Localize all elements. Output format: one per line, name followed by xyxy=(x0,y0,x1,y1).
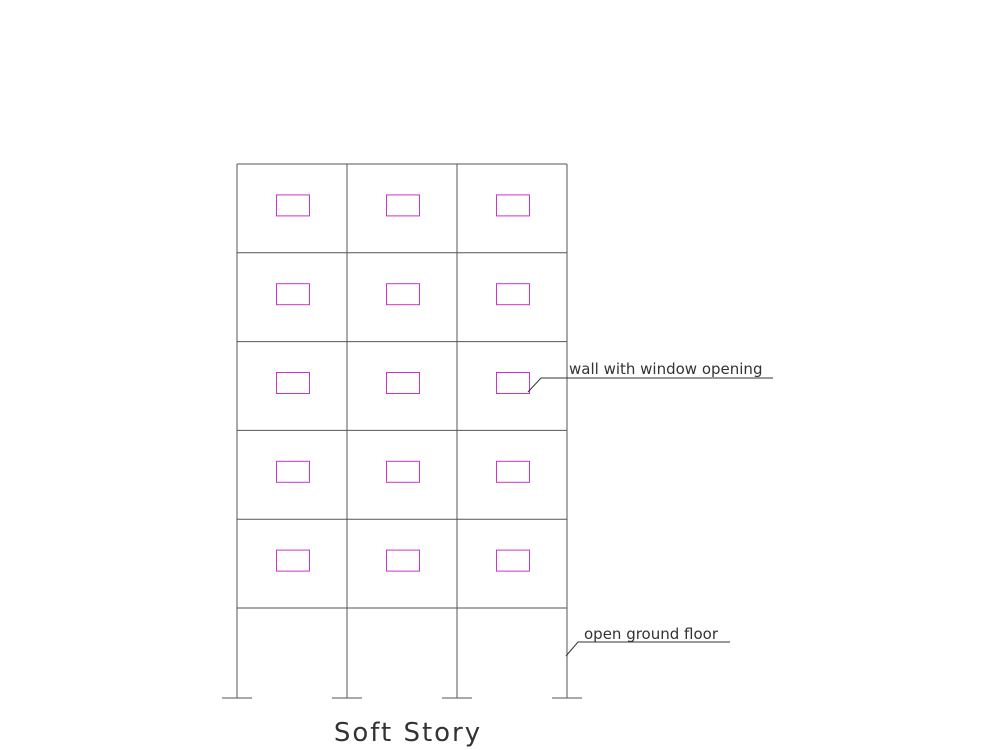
window-opening xyxy=(386,194,420,217)
window-opening xyxy=(496,194,530,217)
window-opening xyxy=(496,549,530,572)
window-opening xyxy=(386,283,420,306)
window-opening xyxy=(496,283,530,306)
wall-with-window-label: wall with window opening xyxy=(569,360,762,378)
window-opening xyxy=(496,460,530,483)
window-opening xyxy=(276,549,310,572)
window-opening xyxy=(276,194,310,217)
ground-leader-line xyxy=(565,641,730,657)
window-opening xyxy=(276,283,310,306)
diagram-title: Soft Story xyxy=(334,718,482,748)
window-opening xyxy=(386,549,420,572)
window-openings xyxy=(276,194,530,572)
open-ground-floor-label: open ground floor xyxy=(584,625,719,643)
window-opening xyxy=(496,372,530,394)
window-opening xyxy=(276,460,310,483)
window-opening xyxy=(386,372,420,394)
wall-leader-line xyxy=(527,377,773,393)
window-opening xyxy=(276,372,310,394)
building-frame xyxy=(236,163,568,698)
window-opening xyxy=(386,460,420,483)
